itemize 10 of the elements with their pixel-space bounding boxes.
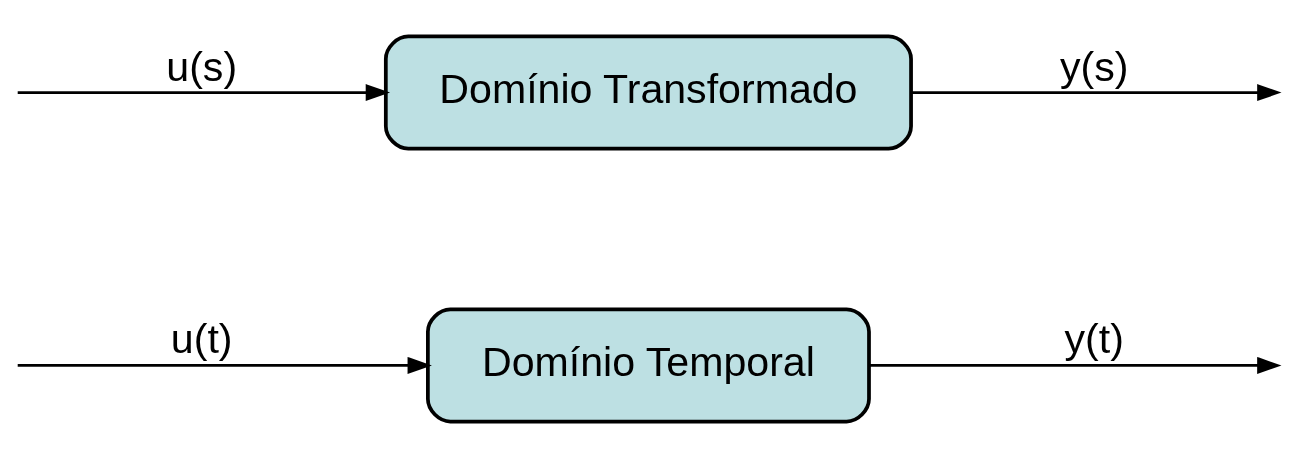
node-box: Domínio Transformado [383,34,913,150]
node-box: Domínio Temporal [426,307,871,423]
arrow [869,356,1282,374]
arrow [911,83,1282,101]
edge-label: u(s) [166,43,238,90]
edge-label: u(t) [170,315,233,362]
arrow [17,83,391,101]
arrow [17,356,432,374]
edge-label: y(t) [1064,315,1124,362]
edge-label: y(s) [1059,43,1129,90]
